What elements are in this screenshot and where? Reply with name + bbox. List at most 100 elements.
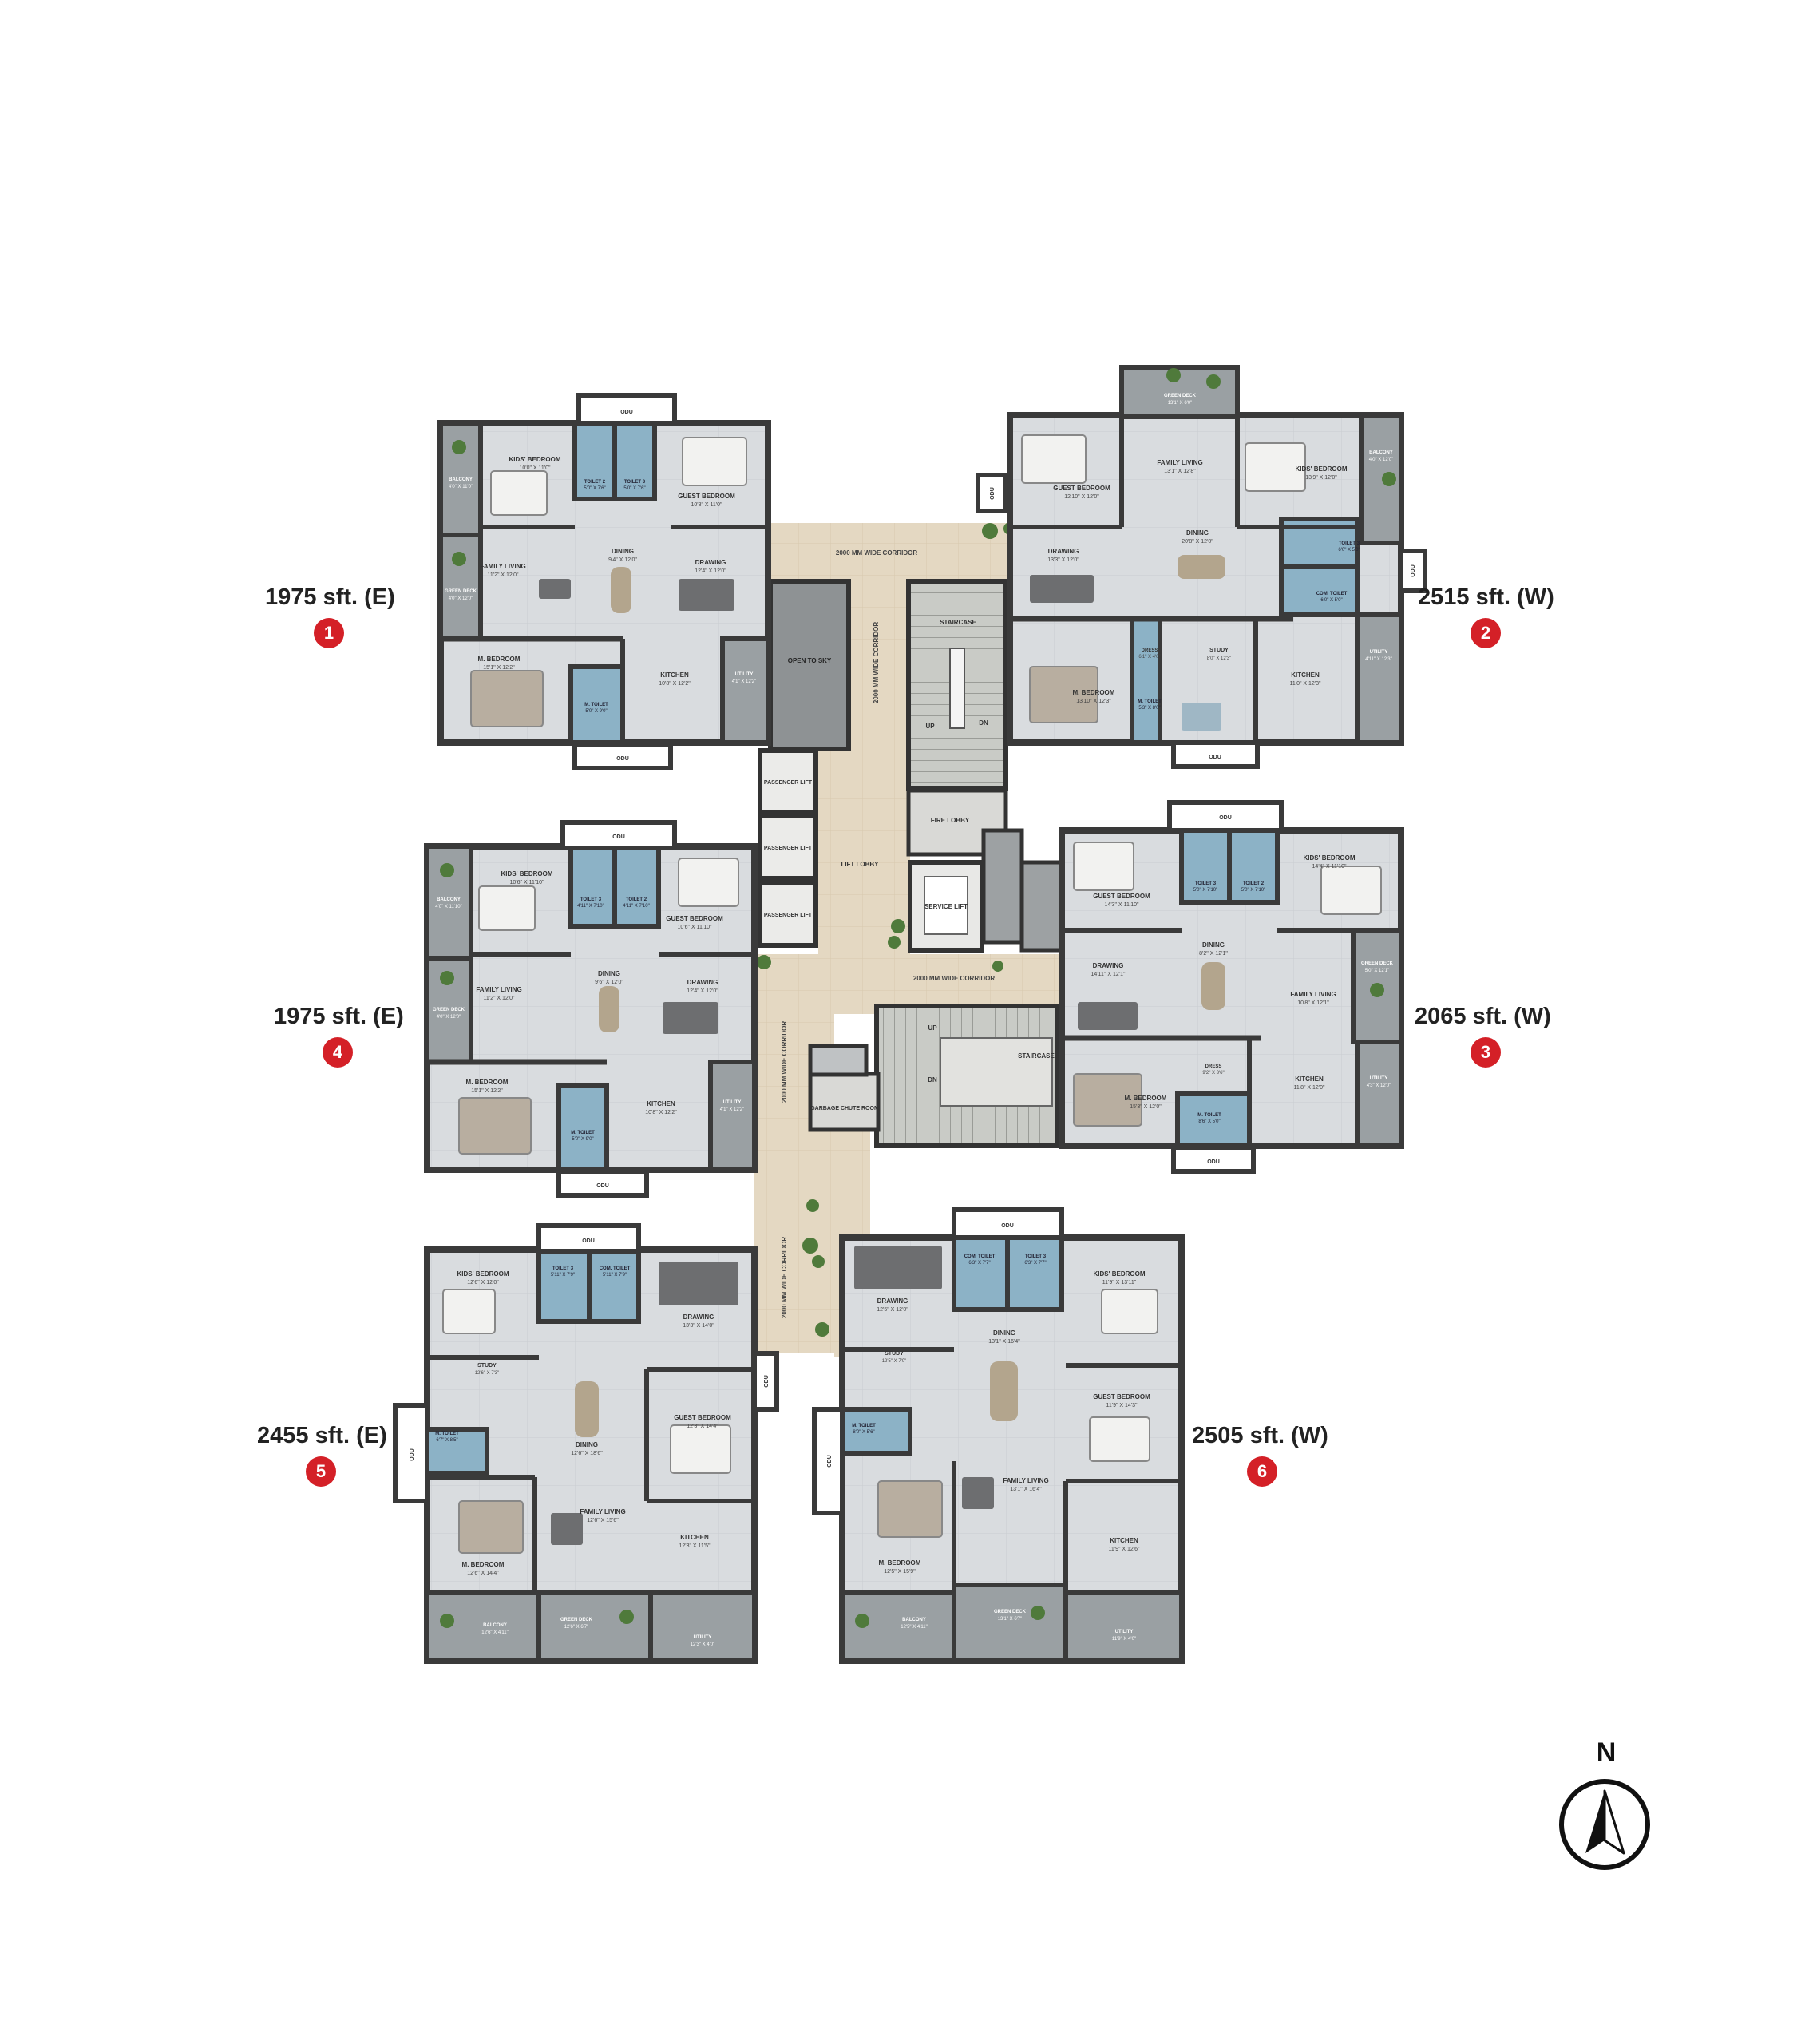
u2-drawing: DRAWING [1048, 548, 1079, 555]
u2-dress: DRESS [1142, 648, 1158, 653]
u2-utility: UTILITY [1370, 650, 1388, 655]
unit-2-area: 2515 sft. (W) [1418, 584, 1554, 610]
u2-green-deck: GREEN DECK [1164, 394, 1197, 398]
u1-dining-size: 9'4" X 12'0" [608, 557, 637, 563]
u1-m-bedroom-size: 15'1" X 12'2" [483, 665, 515, 671]
u3-kids-bedroom-size: 14'4" X 11'10" [1312, 864, 1347, 869]
u4-balcony: BALCONY [437, 897, 461, 902]
u3-m-toilet-size: 8'6" X 5'0" [1198, 1119, 1220, 1124]
u3-m-bedroom-size: 15'3" X 12'0" [1130, 1104, 1162, 1110]
u1-kids-bedroom-size: 10'0" X 11'0" [519, 465, 551, 471]
u6-guest-bedroom: GUEST BEDROOM [1093, 1393, 1150, 1400]
u3-utility: UTILITY [1370, 1076, 1388, 1081]
north-arrow-icon [1559, 1779, 1650, 1870]
u6-green-deck-size: 13'1" X 6'7" [998, 1617, 1023, 1622]
u3-toilet3: TOILET 3 [1195, 881, 1217, 886]
u3-toilet2: TOILET 2 [1243, 881, 1265, 886]
u2-study: STUDY [1209, 648, 1229, 653]
service-lift-label: SERVICE LIFT [924, 903, 968, 910]
u6-utility-size: 11'9" X 4'0" [1112, 1637, 1136, 1642]
corridor-lower-label-2: 2000 MM WIDE CORRIDOR [781, 1237, 788, 1318]
unit-1-badge: 1 [314, 618, 344, 648]
u6-com-toilet: COM. TOILET [964, 1254, 996, 1259]
u4-kitchen: KITCHEN [647, 1100, 675, 1107]
u6-dining-size: 13'1" X 16'4" [988, 1339, 1020, 1345]
staircase-label: STAIRCASE [940, 619, 976, 626]
unit-1-area: 1975 sft. (E) [265, 584, 395, 610]
u2-drawing-size: 13'3" X 12'0" [1047, 557, 1079, 563]
corridor-lower-label: 2000 MM WIDE CORRIDOR [781, 1021, 788, 1103]
staircase-2-label: STAIRCASE [1018, 1052, 1055, 1060]
u5-guest-bedroom-size: 12'3" X 14'4" [687, 1424, 718, 1429]
u5-study-size: 12'6" X 7'3" [475, 1371, 500, 1376]
u6-m-bedroom-size: 12'5" X 15'9" [884, 1569, 916, 1575]
u6-family-living: FAMILY LIVING [1003, 1477, 1048, 1484]
unit-3-badge: 3 [1471, 1037, 1501, 1068]
u2-study-size: 8'0" X 12'3" [1207, 656, 1232, 661]
u2-balcony: BALCONY [1369, 450, 1393, 455]
u3-odu-bottom: ODU [1207, 1159, 1220, 1165]
u6-utility: UTILITY [1115, 1630, 1134, 1634]
u4-toilet3-size: 4'11" X 7'10" [577, 904, 604, 909]
unit-4-plan: KIDS' BEDROOM 10'6" X 11'10" TOILET 3 4'… [424, 820, 758, 1198]
u2-com-toilet-size: 6'0" X 5'0" [1320, 598, 1342, 603]
garbage-chute-room [808, 1072, 881, 1132]
u1-dining: DINING [612, 548, 634, 555]
u6-study-size: 12'5" X 7'0" [882, 1359, 907, 1364]
u2-m-bedroom: M. BEDROOM [1073, 689, 1115, 696]
u1-family-living-size: 11'2" X 12'0" [487, 572, 519, 578]
u2-kids-bedroom-size: 13'9" X 12'0" [1305, 475, 1337, 481]
u1-guest-bedroom-size: 10'8" X 11'0" [691, 502, 722, 508]
unit-6-badge: 6 [1247, 1456, 1277, 1487]
corridor-vertical-label: 2000 MM WIDE CORRIDOR [873, 622, 880, 703]
corridor-mid-label: 2000 MM WIDE CORRIDOR [913, 975, 995, 982]
u2-kids-bedroom: KIDS' BEDROOM [1295, 465, 1347, 473]
staircase-2-dn-label: DN [928, 1076, 937, 1083]
u5-odu-left: ODU [410, 1448, 415, 1461]
u2-odu-bottom: ODU [1209, 755, 1221, 760]
staircase-dn-label: DN [979, 719, 988, 727]
u3-dress-size: 9'2" X 3'6" [1202, 1071, 1224, 1075]
u1-balcony: BALCONY [449, 477, 473, 482]
u6-drawing: DRAWING [877, 1297, 908, 1305]
u6-balcony: BALCONY [902, 1618, 926, 1622]
garbage-chute-label: GARBAGE CHUTE ROOM [810, 1106, 879, 1111]
u4-drawing: DRAWING [687, 979, 718, 986]
u5-com-toilet-size: 5'11" X 7'9" [603, 1273, 627, 1278]
u5-kitchen: KITCHEN [680, 1534, 709, 1541]
u4-green-deck: GREEN DECK [433, 1008, 465, 1012]
u4-drawing-size: 12'4" X 12'0" [687, 988, 718, 994]
u3-m-bedroom: M. BEDROOM [1125, 1095, 1167, 1102]
u1-drawing-size: 12'4" X 12'0" [695, 568, 726, 574]
u1-kitchen: KITCHEN [660, 671, 689, 679]
u2-com-toilet: COM. TOILET [1316, 592, 1348, 596]
unit-5-plan: KIDS' BEDROOM 12'6" X 12'0" TOILET 3 5'1… [393, 1223, 779, 1664]
u6-kids-bedroom-size: 11'9" X 13'11" [1102, 1280, 1137, 1285]
u6-m-toilet-size: 8'0" X 5'6" [853, 1430, 874, 1435]
north-label: N [1596, 1737, 1617, 1768]
u3-toilet2-size: 5'0" X 7'10" [1241, 888, 1266, 893]
u3-guest-bedroom-size: 14'3" X 11'10" [1105, 902, 1139, 908]
u6-family-living-size: 13'1" X 16'4" [1010, 1487, 1042, 1492]
u4-toilet2: TOILET 2 [626, 897, 647, 902]
u4-family-living: FAMILY LIVING [476, 986, 521, 993]
u4-utility: UTILITY [723, 1100, 742, 1105]
u5-utility: UTILITY [694, 1635, 712, 1640]
open-to-sky-label: OPEN TO SKY [788, 657, 832, 664]
u3-drawing-size: 14'11" X 12'1" [1091, 972, 1126, 977]
u1-odu-bottom: ODU [616, 756, 629, 762]
u2-odu-right: ODU [1411, 564, 1416, 577]
u2-kitchen-size: 11'0" X 12'3" [1289, 681, 1321, 687]
u4-dining: DINING [598, 970, 620, 977]
u2-odu-left: ODU [990, 487, 996, 500]
u4-m-toilet: M. TOILET [571, 1131, 595, 1135]
u5-m-toilet: M. TOILET [435, 1432, 459, 1436]
u2-guest-bedroom: GUEST BEDROOM [1053, 485, 1110, 492]
u1-balcony-size: 4'0" X 11'0" [449, 485, 473, 489]
u6-kitchen: KITCHEN [1110, 1537, 1138, 1544]
u6-toilet3-size: 6'3" X 7'7" [1024, 1261, 1046, 1266]
u6-odu-top: ODU [1001, 1223, 1014, 1229]
u6-com-toilet-size: 6'3" X 7'7" [968, 1261, 990, 1266]
u3-kitchen-size: 11'8" X 12'0" [1293, 1085, 1325, 1091]
u1-toilet2-size: 5'0" X 7'6" [584, 486, 605, 491]
